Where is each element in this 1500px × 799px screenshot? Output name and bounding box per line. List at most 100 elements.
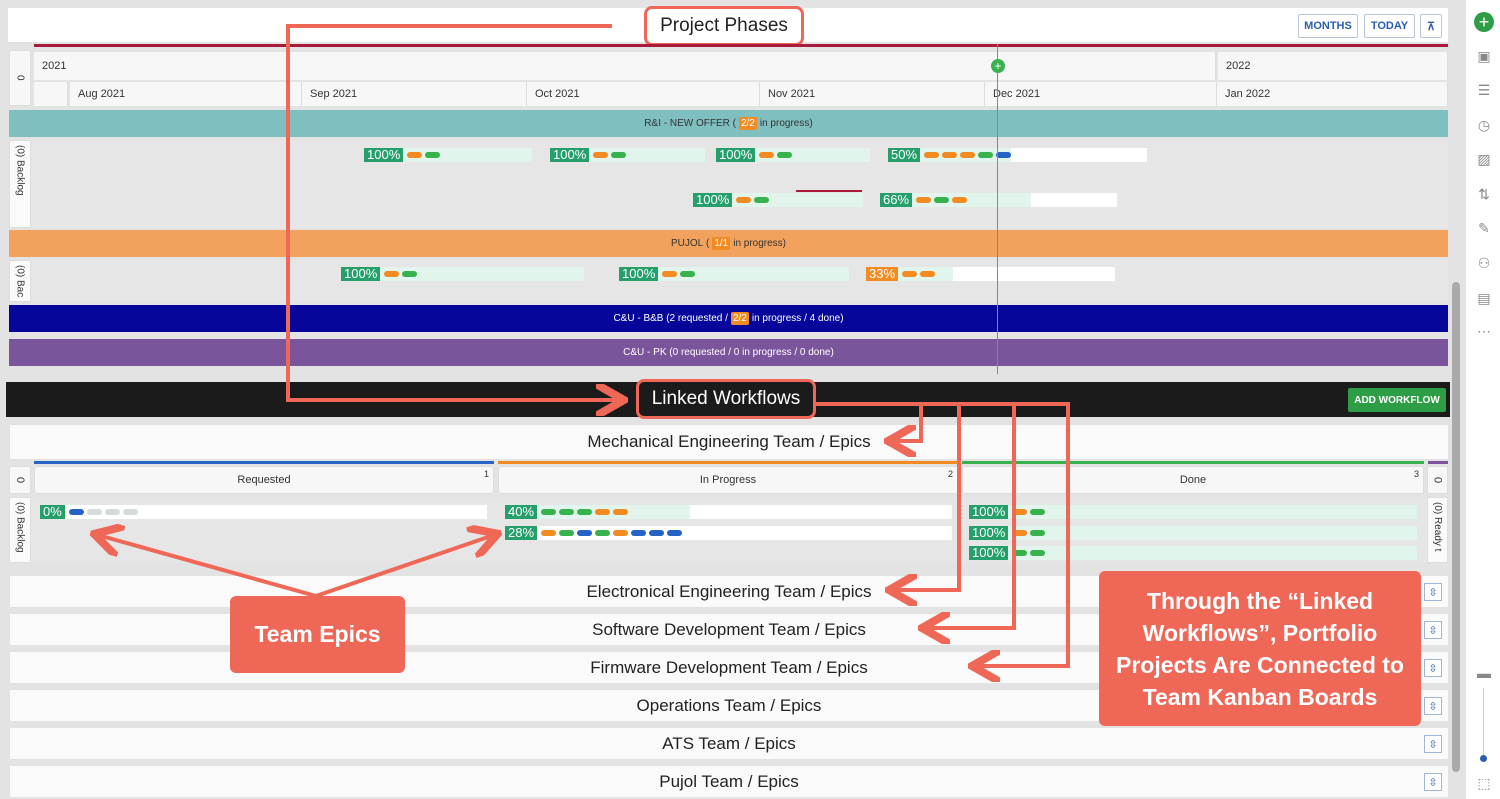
edit-icon[interactable]: ✎ [1478, 219, 1490, 236]
epic-pct: 100% [619, 267, 659, 281]
band-rni-suffix: in progress) [759, 118, 813, 129]
expand-icon[interactable]: ⇳ [1424, 735, 1442, 753]
clock-icon[interactable]: ◷ [1477, 116, 1491, 133]
epic-pct: 28% [505, 526, 538, 540]
expand-icon[interactable]: ⇳ [1424, 697, 1442, 715]
add-workflow-button[interactable]: ADD WORKFLOW [1348, 388, 1446, 412]
col-ready-header: 0 [1427, 466, 1448, 494]
col-done-name: Done [1179, 474, 1207, 486]
month-aug: Aug 2021 [70, 82, 302, 106]
epic-pct: 50% [888, 148, 921, 162]
document-icon[interactable]: ▤ [1477, 289, 1491, 306]
select-icon[interactable]: ⬚ [1477, 774, 1491, 791]
team-name: Pujol Team / Epics [659, 771, 799, 791]
band-pujol-name: PUJOL [670, 238, 704, 249]
band-cupk[interactable]: C&U - PK (0 requested / 0 in progress / … [9, 339, 1448, 366]
team-row-pujol[interactable]: Pujol Team / Epics ⇳ [9, 765, 1449, 798]
col-requested-bar [34, 461, 494, 464]
epic-pct: 100% [969, 546, 1009, 560]
team-row-mechanical[interactable]: Mechanical Engineering Team / Epics [9, 424, 1449, 460]
epic-bar[interactable]: 100% [693, 193, 863, 207]
col-requested-name: Requested [237, 474, 291, 486]
epic-bar[interactable]: 100% [550, 148, 705, 162]
project-phases-title: Project Phases [644, 6, 804, 46]
year-2021: 2021 [34, 52, 1216, 80]
month-sep: Sep 2021 [302, 82, 527, 106]
band-cubb-count: 2/2 [730, 312, 749, 325]
band-rni-count: 2/2 [738, 117, 757, 130]
months-button[interactable]: MONTHS [1298, 14, 1358, 38]
team-name: Electronical Engineering Team / Epics [586, 581, 872, 601]
team-name: Software Development Team / Epics [592, 619, 866, 639]
card-icon[interactable]: ▬ [1477, 665, 1491, 681]
col-done-count: 3 [1413, 469, 1419, 479]
add-icon[interactable]: + [1474, 12, 1494, 32]
epic-pct: 33% [866, 267, 899, 281]
lane-pujol-backlog: (0) Bac [9, 260, 31, 302]
month-nov: Nov 2021 [760, 82, 985, 106]
image-icon[interactable]: ▣ [1477, 47, 1491, 64]
team-name: Operations Team / Epics [636, 695, 822, 715]
expand-icon[interactable]: ⇳ [1424, 583, 1442, 601]
pin-icon[interactable]: ⊼ [1420, 14, 1442, 38]
col-requested-header[interactable]: Requested 1 [34, 466, 494, 494]
month-blank [34, 82, 68, 106]
epic-pct: 100% [716, 148, 756, 162]
kanban-side-zero: 0 [9, 466, 31, 494]
scrollbar[interactable] [1452, 282, 1460, 772]
epic-bar[interactable]: 100% [619, 267, 849, 281]
epic-bar[interactable]: 33% [866, 267, 1115, 281]
epic-bar[interactable]: 100% [716, 148, 870, 162]
picture-icon[interactable]: ▨ [1477, 150, 1491, 167]
epic-card[interactable]: 100% [969, 526, 1417, 540]
sort-icon[interactable]: ⇅ [1478, 185, 1490, 202]
epic-card[interactable]: 0% [40, 505, 487, 519]
expand-icon[interactable]: ⇳ [1424, 659, 1442, 677]
team-row-ats[interactable]: ATS Team / Epics ⇳ [9, 727, 1449, 760]
expand-icon[interactable]: ⇳ [1424, 621, 1442, 639]
main-area: Project Phases MONTHS TODAY ⊼ 0 2021 2 0 2… [6, 6, 1460, 798]
expand-icon[interactable]: ⇳ [1424, 773, 1442, 791]
epic-pct: 100% [969, 505, 1009, 519]
band-pujol-count: 1/1 [712, 237, 731, 250]
epic-card[interactable]: 100% [969, 505, 1417, 519]
lane-rni-backlog: (0) Backlog [9, 140, 31, 228]
timeline-side-label: 0 [9, 50, 31, 106]
epic-bar[interactable]: 66% [880, 193, 1117, 207]
col-done-header[interactable]: Done 3 [962, 466, 1424, 494]
add-user-icon[interactable]: ⚇ [1477, 254, 1491, 271]
col-done-bar [962, 461, 1424, 464]
band-pujol-suffix: in progress) [733, 238, 787, 249]
col-ready-bar [1428, 461, 1448, 464]
epic-pct: 100% [364, 148, 404, 162]
linked-workflows-title: Linked Workflows [636, 379, 816, 419]
team-name: Mechanical Engineering Team / Epics [587, 432, 871, 451]
col-inprogress-count: 2 [947, 469, 953, 479]
filter-icon[interactable]: ☰ [1477, 81, 1491, 98]
col-inprogress-header[interactable]: In Progress 2 [498, 466, 958, 494]
kanban-ready-label: (0) Ready t [1427, 497, 1448, 563]
col-requested-count: 1 [483, 469, 489, 479]
today-line [997, 44, 998, 374]
today-button[interactable]: TODAY [1364, 14, 1415, 38]
epic-bar[interactable]: 100% [341, 267, 584, 281]
epic-bar[interactable]: 50% [888, 148, 1147, 162]
epic-card[interactable]: 100% [969, 546, 1417, 560]
slider-handle[interactable] [1480, 755, 1487, 762]
month-dec: Dec 2021 [985, 82, 1217, 106]
more-icon[interactable]: ⋯ [1477, 322, 1491, 339]
epic-pct: 0% [40, 505, 65, 519]
epic-pct: 100% [969, 526, 1009, 540]
kanban-backlog-label: (0) Backlog [9, 497, 31, 563]
add-milestone-icon[interactable]: + [991, 59, 1005, 73]
epic-card[interactable]: 40% [505, 505, 952, 519]
band-cubb-suffix: in progress / 4 done) [751, 313, 844, 324]
epic-card[interactable]: 28% [505, 526, 952, 540]
epic-pct: 100% [550, 148, 590, 162]
team-name: ATS Team / Epics [662, 733, 796, 753]
band-cubb-prefix: C&U - B&B (2 requested / [613, 313, 728, 324]
epic-bar[interactable]: 100% [364, 148, 532, 162]
